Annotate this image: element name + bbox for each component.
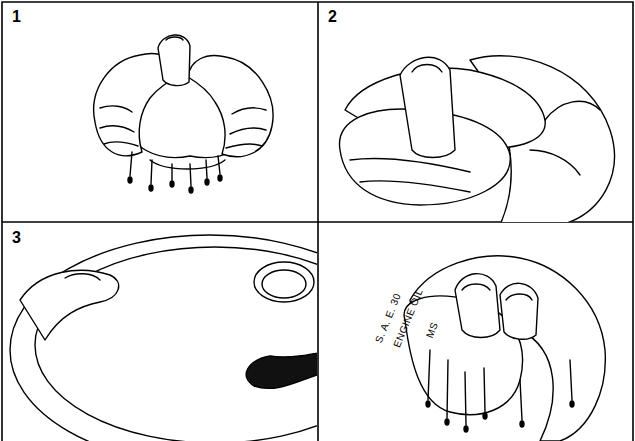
oil-pour bbox=[246, 346, 317, 388]
hole-ring bbox=[262, 270, 306, 298]
finger-lines bbox=[100, 106, 266, 169]
thumbnail bbox=[65, 274, 100, 280]
thumbnail bbox=[412, 65, 442, 73]
oil-drips bbox=[130, 152, 220, 186]
left-thumb bbox=[20, 270, 119, 340]
thumb bbox=[455, 274, 500, 338]
can-opening bbox=[313, 249, 317, 389]
panel-number: 3 bbox=[12, 229, 21, 247]
squeeze-hands bbox=[94, 35, 273, 193]
oil-can bbox=[313, 223, 317, 390]
thumbnail bbox=[462, 284, 490, 290]
knead-hands bbox=[340, 56, 615, 222]
filter-element bbox=[10, 235, 317, 441]
thumb bbox=[158, 35, 190, 86]
oil-drips bbox=[428, 350, 572, 425]
thumbnail bbox=[166, 37, 183, 40]
panel-number: 2 bbox=[328, 8, 337, 26]
panel-number: 1 bbox=[12, 8, 21, 26]
filter-hole bbox=[254, 262, 314, 302]
finger-lines bbox=[350, 101, 600, 192]
oil-filter-step bbox=[10, 223, 317, 441]
drop bbox=[128, 175, 222, 193]
thumb bbox=[500, 283, 538, 339]
right-hand bbox=[188, 56, 273, 157]
thumb bbox=[400, 57, 455, 157]
squeeze-out-hands bbox=[404, 256, 605, 441]
thumbnail bbox=[506, 294, 532, 300]
drop bbox=[426, 401, 574, 432]
